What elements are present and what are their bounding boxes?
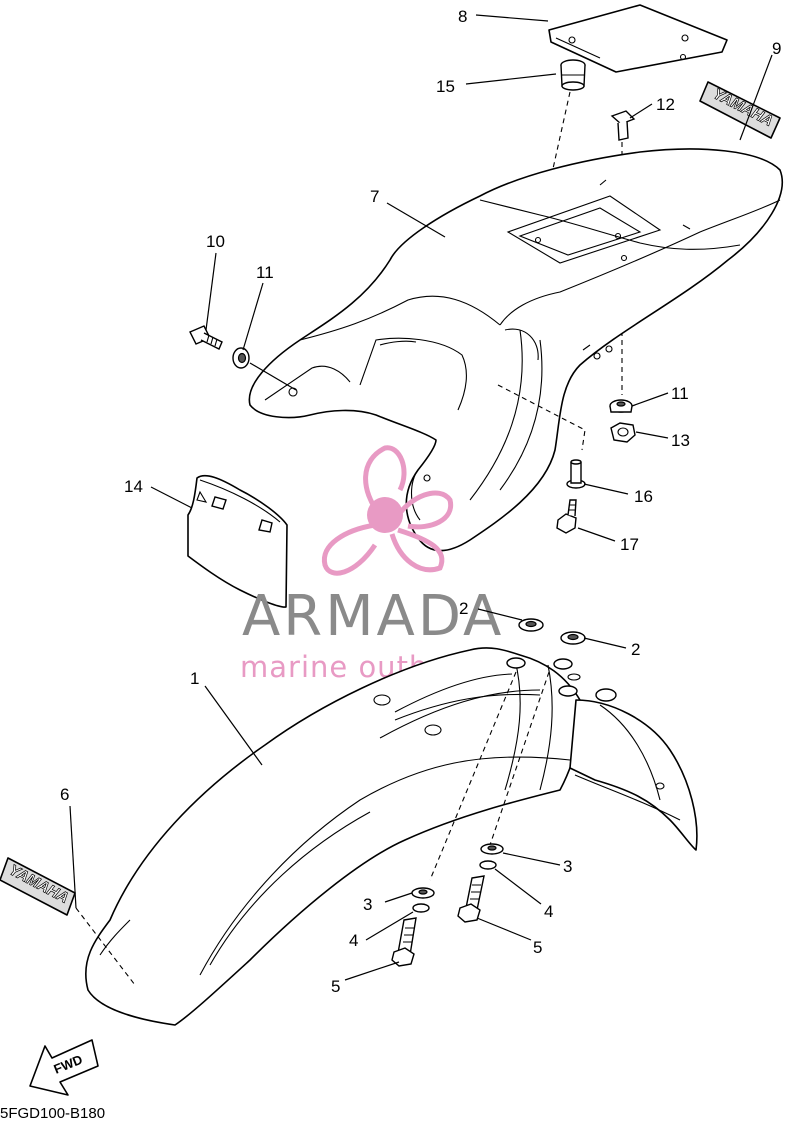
callout-14: 14 <box>124 477 143 496</box>
washer-part-3-left[interactable] <box>411 887 435 899</box>
callout-7: 7 <box>370 187 379 206</box>
armada-watermark: ARMADA marine outboards <box>240 445 513 684</box>
callout-2-left: 2 <box>459 599 468 618</box>
callout-8: 8 <box>458 7 467 26</box>
callout-4-left: 4 <box>349 931 358 950</box>
watermark-brand: ARMADA <box>242 584 504 649</box>
propeller-hub <box>367 497 403 533</box>
leader-lines <box>69 14 773 986</box>
callout-11-right: 11 <box>671 384 689 403</box>
callout-5-left: 5 <box>331 977 340 996</box>
bolt-part-17[interactable] <box>556 499 577 534</box>
damper-part-15[interactable] <box>560 59 586 91</box>
callout-9: 9 <box>772 39 781 58</box>
fwd-arrow-icon: FWD <box>29 1039 99 1096</box>
bolt-part-5-right[interactable] <box>457 875 485 923</box>
callout-11-left: 11 <box>256 263 274 282</box>
grommet-part-2-left[interactable] <box>518 618 544 632</box>
callout-4-right: 4 <box>544 902 553 921</box>
plate-bracket-part-14[interactable] <box>187 474 288 608</box>
callout-13: 13 <box>671 431 690 450</box>
callout-3-left: 3 <box>363 895 372 914</box>
callout-6: 6 <box>60 785 69 804</box>
callout-10: 10 <box>206 232 225 251</box>
diagram-code: 5FGD100-B180 <box>0 1105 105 1121</box>
callout-5-right: 5 <box>533 938 542 957</box>
bolt-part-10[interactable] <box>189 325 223 350</box>
callout-3-right: 3 <box>563 857 572 876</box>
seat-plate-part-8[interactable] <box>548 4 728 73</box>
clip-part-12[interactable] <box>610 110 636 141</box>
callout-2-right: 2 <box>631 640 640 659</box>
callout-16: 16 <box>634 487 653 506</box>
grommet-part-2-right[interactable] <box>560 631 586 645</box>
bolt-part-5-left[interactable] <box>391 917 417 967</box>
callout-numbers: 8 15 9 12 7 10 11 11 13 16 17 14 2 2 1 6… <box>60 7 781 996</box>
collar-part-16[interactable] <box>566 459 586 489</box>
callout-1: 1 <box>190 669 199 688</box>
yamaha-decal-part-9[interactable]: YAMAHA <box>699 81 781 139</box>
yamaha-decal-part-6[interactable]: YAMAHA <box>0 857 76 916</box>
nut-part-13[interactable] <box>610 422 636 443</box>
callout-12: 12 <box>656 95 675 114</box>
rear-fender-part-7[interactable] <box>248 148 783 552</box>
lock-washer-part-4-right[interactable] <box>479 860 497 870</box>
callout-15: 15 <box>436 77 455 96</box>
grommet-part-11-right[interactable] <box>609 399 633 413</box>
grommet-part-11-left[interactable] <box>232 347 250 369</box>
propeller-logo <box>321 445 454 576</box>
callout-17: 17 <box>620 535 639 554</box>
front-fender-part-1[interactable] <box>84 647 698 1026</box>
lock-washer-part-4-left[interactable] <box>412 903 430 913</box>
washer-part-3-right[interactable] <box>480 843 504 855</box>
